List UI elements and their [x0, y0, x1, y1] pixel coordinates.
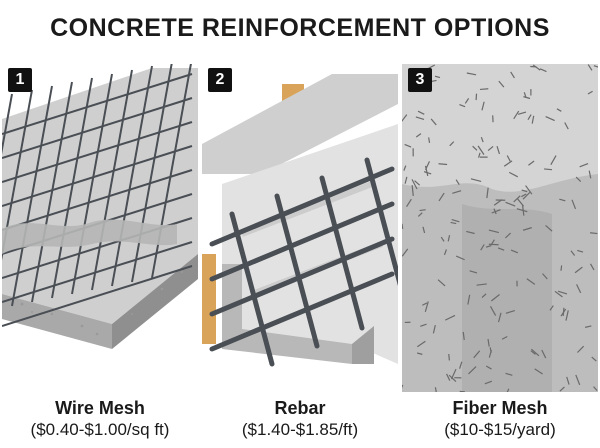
wire-mesh-caption: Wire Mesh ($0.40-$1.00/sq ft) — [0, 398, 200, 440]
option-name: Wire Mesh — [55, 398, 145, 418]
fiber-mesh-illustration — [402, 64, 598, 392]
rebar-illustration — [202, 74, 398, 367]
option-price: ($1.40-$1.85/ft) — [241, 420, 359, 439]
rebar-caption: Rebar ($1.40-$1.85/ft) — [200, 398, 400, 440]
option-number-badge: 3 — [408, 68, 432, 92]
option-name: Fiber Mesh — [452, 398, 548, 418]
option-price: ($0.40-$1.00/sq ft) — [30, 420, 170, 439]
fiber-mesh-panel: 3 — [402, 64, 598, 392]
option-number-badge: 1 — [8, 68, 32, 92]
fiber-mesh-caption: Fiber Mesh ($10-$15/yard) — [400, 398, 600, 440]
wire-mesh-panel: 1 — [2, 64, 198, 392]
option-price: ($10-$15/yard) — [444, 420, 556, 439]
page-title: CONCRETE REINFORCEMENT OPTIONS — [50, 14, 550, 42]
option-name: Rebar — [274, 398, 326, 418]
rebar-panel: 2 — [202, 64, 398, 392]
option-number-badge: 2 — [208, 68, 232, 92]
wire-mesh-illustration — [2, 64, 198, 349]
